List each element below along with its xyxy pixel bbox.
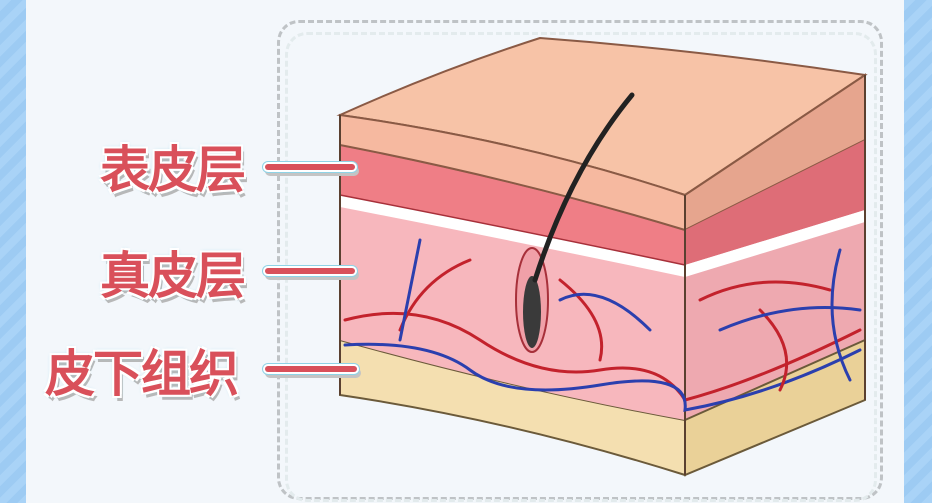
leader-line-dermis	[265, 268, 355, 274]
vein-branch	[398, 238, 862, 382]
artery-branch	[398, 258, 832, 392]
illustration-frame	[277, 20, 883, 500]
artery	[343, 311, 862, 402]
label-dermis: 真皮层	[100, 247, 246, 305]
leader-line-epidermis	[265, 164, 355, 170]
leader-line-subcutaneous	[265, 366, 357, 372]
cell-layer-right	[685, 140, 865, 265]
left-decorative-border	[0, 0, 26, 503]
white-line-front	[340, 195, 685, 277]
white-line-right	[685, 210, 865, 277]
vein	[343, 342, 862, 412]
dermis-right	[685, 222, 865, 420]
hair-shaft	[532, 92, 635, 283]
label-subcutaneous: 皮下组织	[45, 345, 239, 403]
right-decorative-border	[904, 0, 932, 503]
hair-bulb	[523, 276, 541, 348]
label-epidermis: 表皮层	[100, 141, 246, 199]
illustration-frame-inner	[285, 32, 877, 502]
